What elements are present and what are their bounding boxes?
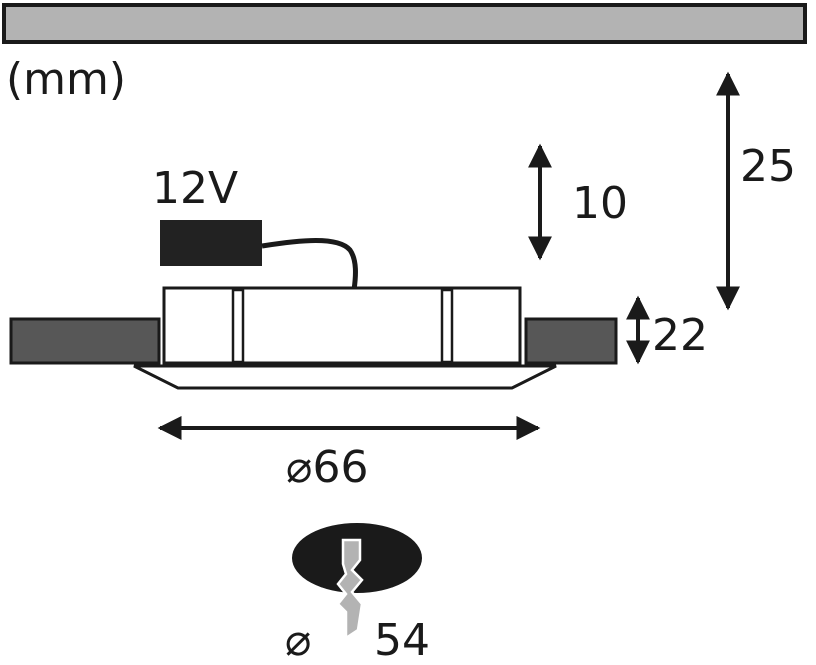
ceiling-panel-left	[9, 317, 161, 365]
clearance-label: 25	[740, 141, 796, 192]
thickness-label: 22	[652, 310, 708, 361]
luminaire-flange	[133, 364, 557, 390]
cutout-label: 54	[374, 615, 430, 665]
drill-bit-icon	[336, 538, 364, 641]
diameter-label: ⌀66	[286, 442, 368, 493]
driver-cable	[261, 238, 358, 291]
voltage-label: 12V	[152, 163, 238, 214]
driver-box	[160, 220, 262, 266]
ceiling-bar	[2, 3, 807, 44]
luminaire-body	[162, 286, 522, 365]
cutout-symbol: ⌀	[285, 615, 312, 665]
luminaire-clip-right	[440, 288, 454, 364]
depth-label: 10	[572, 178, 628, 229]
unit-label: (mm)	[6, 54, 126, 105]
luminaire-clip-left	[231, 288, 245, 364]
ceiling-panel-right	[524, 317, 618, 365]
